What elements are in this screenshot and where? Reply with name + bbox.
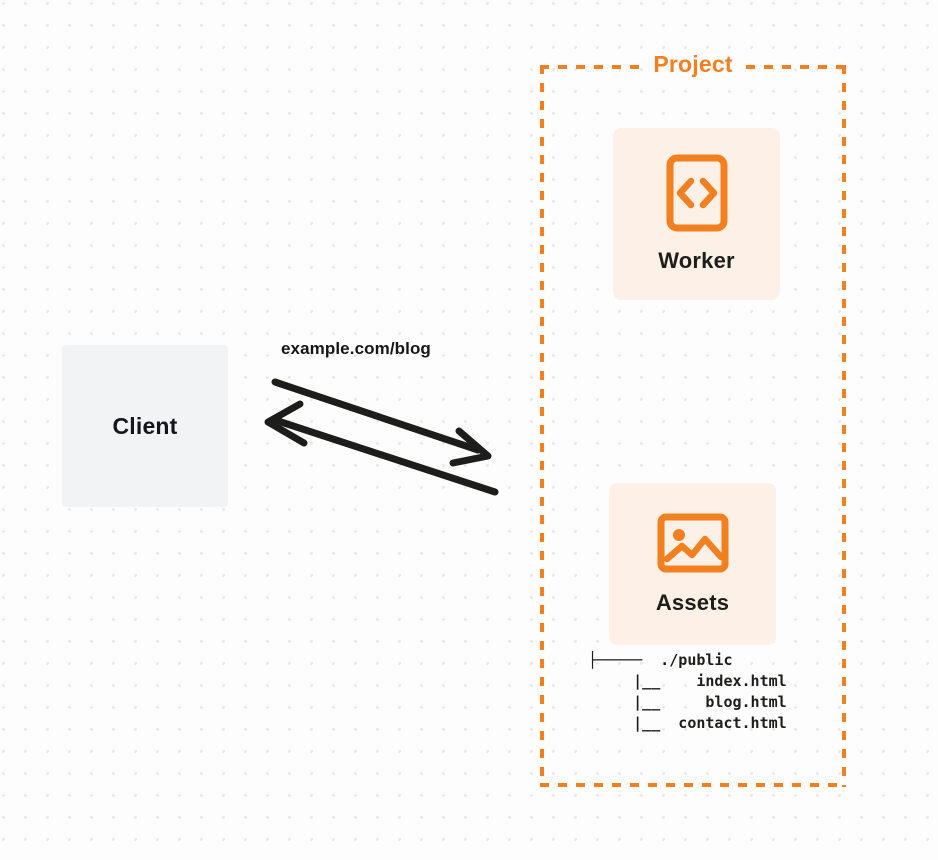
project-container: Project [540,51,846,787]
project-border-top-left [540,65,640,69]
worker-node[interactable]: Worker [613,128,780,300]
file-tree-line: |__ blog.html [588,693,787,711]
assets-label: Assets [655,590,730,615]
image-icon [657,513,728,573]
assets-file-tree: ├───── ./public |__ index.html |__ blog.… [588,650,787,734]
arrow-left-icon [264,400,499,496]
project-title: Project [646,51,740,78]
project-border-right [842,65,846,787]
worker-label: Worker [658,248,735,273]
file-tree-line: ├───── ./public [588,651,733,669]
arrow-right-icon [271,378,492,467]
code-brackets-icon [666,154,727,232]
file-tree-line: |__ index.html [588,672,787,690]
project-border-left [540,65,544,787]
project-border-bottom [540,783,846,787]
project-border-top-right [746,65,846,69]
assets-node[interactable]: Assets [609,483,776,645]
client-node[interactable]: Client [62,345,228,507]
connection-url-label: example.com/blog [281,339,431,358]
file-tree-line: |__ contact.html [588,714,787,732]
client-label: Client [112,412,178,439]
